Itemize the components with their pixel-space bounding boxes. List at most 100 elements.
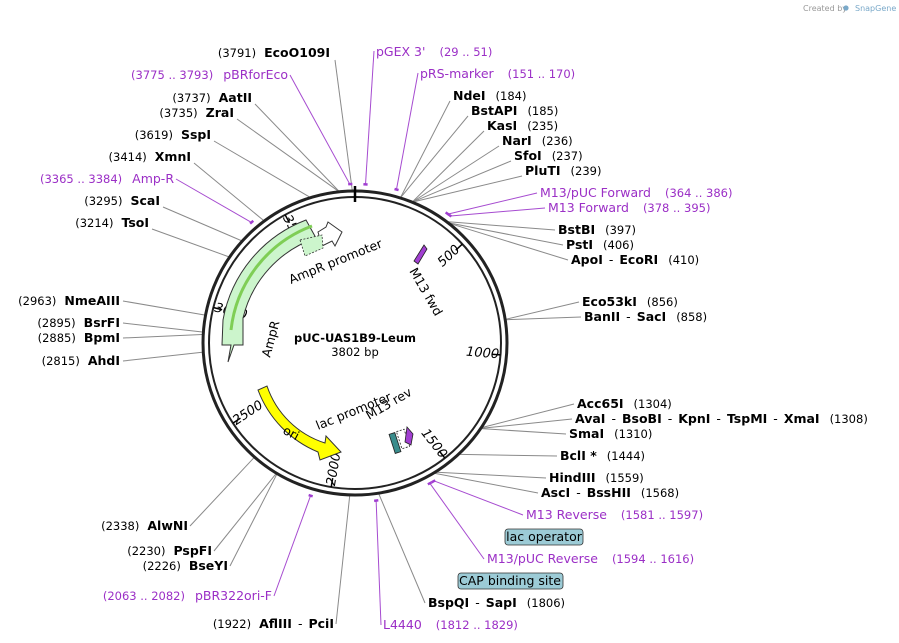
leader-pspfi: [213, 473, 277, 552]
tick-mark-1500: [438, 450, 446, 459]
leader-alwni: [189, 457, 255, 527]
enzyme-label-bcli[interactable]: BclI *(1444): [560, 448, 645, 463]
leader-bstbi: [448, 221, 556, 231]
ori-feature-arrow[interactable]: [257, 385, 342, 461]
leader-aatii: [254, 103, 339, 192]
enzyme-label-pluti[interactable]: PluTI(239): [525, 163, 601, 178]
enzyme-label-pspfi[interactable]: (2230)PspFI: [127, 543, 212, 558]
enzyme-label-apoi[interactable]: ApoI-EcoRI(410): [571, 252, 699, 267]
leader-bspqi: [378, 493, 426, 604]
leader-pbr322ori-f: [273, 494, 312, 597]
enzyme-label-ndei[interactable]: NdeI(184): [453, 88, 526, 103]
enzyme-label-kasi[interactable]: KasI(235): [487, 118, 558, 133]
leader-psti: [450, 222, 564, 246]
primer-mark-prs-marker[interactable]: [394, 187, 399, 192]
plasmid-name: pUC-UAS1B9-Leum: [294, 331, 416, 345]
ori-label: ori: [281, 422, 302, 443]
leader-nari: [412, 145, 500, 202]
leader-acc65i: [482, 403, 575, 428]
enzyme-label-psti[interactable]: PstI(406): [566, 237, 634, 252]
tick-mark-3000: [213, 306, 223, 311]
tick-label-2500: 2500: [230, 398, 266, 429]
enzyme-label-zrai[interactable]: (3735)ZraI: [159, 105, 234, 120]
primer-mark-m13-puc-reverse[interactable]: [427, 481, 433, 486]
enzyme-label-ahdi[interactable]: (2815)AhdI: [42, 353, 120, 368]
enzyme-label-aatii[interactable]: (3737)AatII: [172, 90, 252, 105]
primer-label-m13-puc-forward[interactable]: M13/pUC Forward(364 .. 386): [540, 185, 732, 200]
leader-afliii: [335, 495, 351, 625]
m13-fwd-mark[interactable]: [413, 244, 428, 265]
cap-binding-site-mark[interactable]: [388, 432, 402, 454]
cap-binding-site-label: CAP binding site: [459, 573, 561, 588]
enzyme-label-eco53ki[interactable]: Eco53kI(856): [582, 294, 678, 309]
enzyme-label-ecoo109i[interactable]: (3791)EcoO109I: [218, 45, 330, 60]
primer-label-prs-marker[interactable]: pRS-marker(151 .. 170): [420, 66, 575, 81]
enzyme-label-bseyi[interactable]: (2226)BseYI: [143, 558, 228, 573]
leader-zrai: [236, 118, 339, 192]
primer-label-m13-puc-reverse[interactable]: M13/pUC Reverse(1594 .. 1616): [487, 551, 694, 566]
primer-label-m13-reverse[interactable]: M13 Reverse(1581 .. 1597): [526, 507, 703, 522]
primer-mark-m13-forward[interactable]: [447, 213, 453, 218]
credit-brand: SnapGene: [855, 4, 896, 13]
enzyme-label-sspi[interactable]: (3619)SspI: [135, 127, 211, 142]
leader-bcli: [459, 453, 558, 457]
primer-mark-amp-r[interactable]: [249, 219, 255, 225]
primer-mark-pbr322ori-f[interactable]: [308, 493, 314, 498]
enzyme-label-asci[interactable]: AscI-BssHII(1568): [541, 485, 679, 500]
enzyme-label-banii[interactable]: BanII-SacI(858): [584, 309, 707, 324]
leader-nmeaiii: [122, 300, 205, 316]
enzyme-label-nari[interactable]: NarI(236): [502, 133, 573, 148]
enzyme-label-smai[interactable]: SmaI(1310): [569, 426, 652, 441]
ampr-promoter-arrow[interactable]: [317, 221, 343, 248]
primer-label-amp-r[interactable]: (3365 .. 3384)Amp-R: [40, 171, 174, 186]
primer-marks: [249, 182, 453, 503]
leader-eco53ki: [506, 301, 580, 320]
enzyme-label-bpmi[interactable]: (2885)BpmI: [38, 330, 120, 345]
cap-binding-site-box[interactable]: [457, 572, 564, 590]
enzyme-label-bstbi[interactable]: BstBI(397): [558, 222, 636, 237]
site-labels: (3791)EcoO109I (3737)AatII (3735)ZraI (3…: [18, 44, 868, 632]
primer-label-pbr322ori-f[interactable]: (2063 .. 2082)pBR322ori-F: [103, 588, 272, 603]
primer-label-pbrforeco[interactable]: (3775 .. 3793)pBRforEco: [131, 67, 288, 82]
primer-label-m13-forward[interactable]: M13 Forward(378 .. 395): [548, 200, 710, 215]
leader-ecoo109i: [334, 59, 353, 191]
snapgene-logo-icon: [843, 5, 849, 11]
enzyme-label-scai[interactable]: (3295)ScaI: [84, 193, 160, 208]
primer-mark-l4440[interactable]: [373, 499, 379, 503]
leader-bpmi: [122, 334, 203, 339]
leader-m13-forward: [449, 207, 546, 217]
enzyme-label-bstapi[interactable]: BstAPI(185): [471, 103, 558, 118]
enzyme-label-xmni[interactable]: (3414)XmnI: [109, 149, 191, 164]
tick-label-2000: 2000: [324, 452, 344, 487]
enzyme-label-sfoi[interactable]: SfoI(237): [514, 148, 583, 163]
enzyme-label-alwni[interactable]: (2338)AlwNI: [101, 518, 188, 533]
leader-pbrforeco: [289, 74, 351, 186]
lac-promoter-mark[interactable]: [395, 428, 411, 450]
enzyme-label-bspqi[interactable]: BspQI-SapI(1806): [428, 595, 565, 610]
primer-mark-m13-reverse[interactable]: [430, 479, 436, 484]
leader-m13-puc-reverse: [428, 482, 485, 560]
enzyme-label-acc65i[interactable]: Acc65I(1304): [577, 396, 672, 411]
enzyme-label-tsoi[interactable]: (3214)TsoI: [75, 215, 149, 230]
backbone: [201, 186, 509, 497]
m13-fwd-label: M13 fwd: [406, 265, 445, 318]
leader-apoi: [450, 223, 569, 261]
enzyme-label-bsrfi[interactable]: (2895)BsrFI: [37, 315, 120, 330]
lac-operator-box[interactable]: [504, 528, 584, 546]
enzyme-label-hindiii[interactable]: HindIII(1559): [549, 470, 644, 485]
snapgene-credit: Created by SnapGene: [803, 4, 896, 13]
leader-amp-r: [175, 178, 253, 224]
tick-mark-2500: [232, 417, 241, 424]
enzyme-label-nmeaiii[interactable]: (2963)NmeAIII: [18, 293, 120, 308]
enzyme-label-afliii[interactable]: (1922)AflIII-PciI: [213, 616, 334, 631]
leader-lines: [122, 50, 582, 626]
leader-smai: [481, 428, 567, 435]
leader-pluti: [413, 175, 523, 203]
leader-bseyi: [229, 474, 278, 567]
primer-label-l4440[interactable]: L4440(1812 .. 1829): [383, 617, 518, 632]
boxed-feature-labels: lac operator CAP binding site: [457, 528, 584, 590]
enzyme-label-avai[interactable]: AvaI-BsoBI-KpnI-TspMI-XmaI(1308): [575, 411, 868, 426]
m13-rev-mark[interactable]: [404, 426, 414, 446]
primer-label-pgex3[interactable]: pGEX 3'(29 .. 51): [376, 44, 492, 59]
leader-tsoi: [151, 228, 229, 258]
